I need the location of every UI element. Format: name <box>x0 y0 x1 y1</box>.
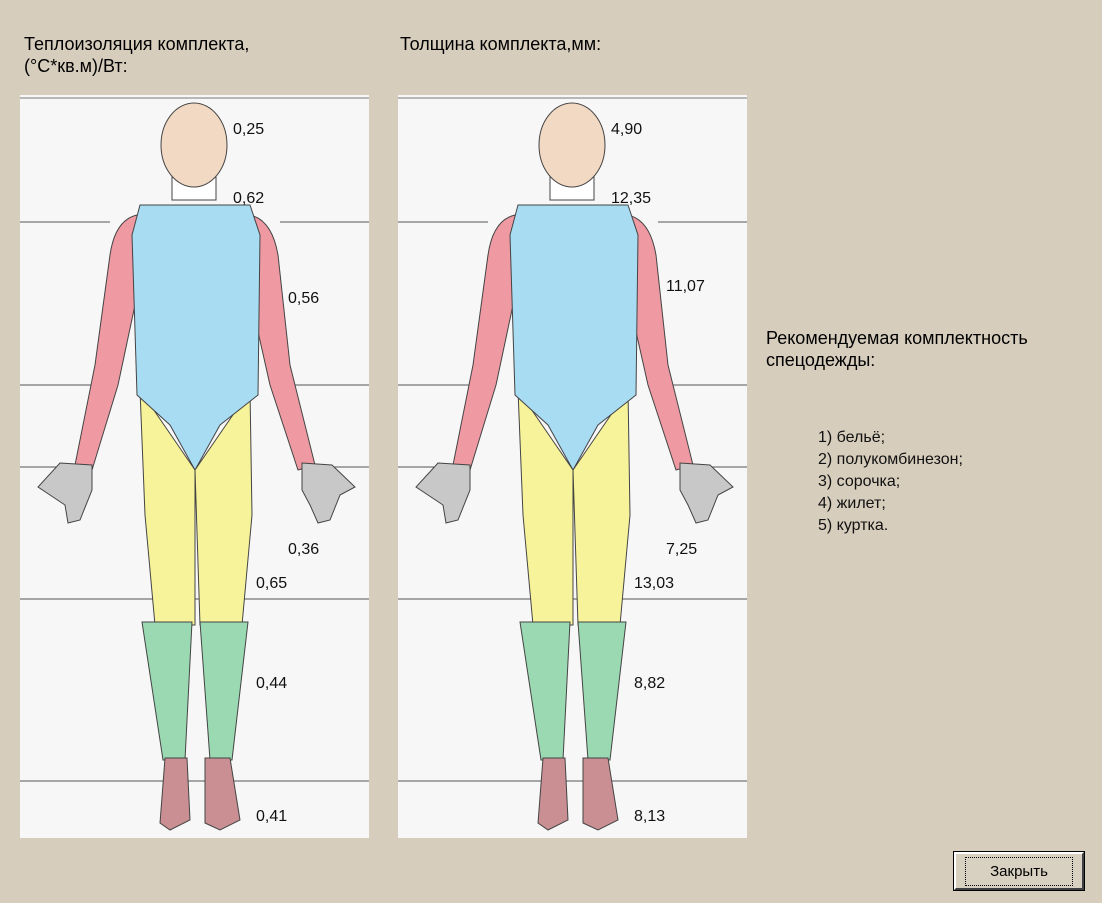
feet <box>160 758 240 830</box>
insulation-heading: Теплоизоляция комплекта, (°С*кв.м)/Вт: <box>24 33 384 77</box>
thickness-neck-value: 12,35 <box>611 190 651 208</box>
insulation-body-panel: 0,25 0,62 0,56 0,36 0,65 0,44 0,41 <box>20 95 369 838</box>
list-item: 5) куртка. <box>818 515 963 537</box>
feet <box>538 758 618 830</box>
recommendation-title: Рекомендуемая комплектность спецодежды: <box>766 327 1102 371</box>
insulation-feet-value: 0,41 <box>256 808 287 826</box>
insulation-neck-value: 0,62 <box>233 190 264 208</box>
thickness-feet-value: 8,13 <box>634 808 665 826</box>
close-button-label: Закрыть <box>965 857 1073 886</box>
insulation-thighs-value: 0,65 <box>256 575 287 593</box>
thickness-head-value: 4,90 <box>611 121 642 139</box>
list-item: 4) жилет; <box>818 493 963 515</box>
close-button[interactable]: Закрыть <box>954 852 1084 890</box>
thickness-body-panel: 4,90 12,35 11,07 7,25 13,03 8,82 8,13 <box>398 95 747 838</box>
list-item: 3) сорочка; <box>818 471 963 493</box>
list-item: 2) полукомбинезон; <box>818 449 963 471</box>
insulation-head-value: 0,25 <box>233 121 264 139</box>
thickness-shins-value: 8,82 <box>634 675 665 693</box>
thickness-arms-value: 11,07 <box>666 278 705 296</box>
insulation-hands-value: 0,36 <box>288 541 319 559</box>
list-item: 1) бельё; <box>818 427 963 449</box>
body-figure <box>20 95 369 838</box>
head <box>161 103 227 187</box>
head <box>539 103 605 187</box>
insulation-arms-value: 0,56 <box>288 290 319 308</box>
thickness-hands-value: 7,25 <box>666 541 697 559</box>
body-figure <box>398 95 747 838</box>
thickness-thighs-value: 13,03 <box>634 575 674 593</box>
recommendation-list: 1) бельё; 2) полукомбинезон; 3) сорочка;… <box>818 427 963 537</box>
thickness-heading: Толщина комплекта,мм: <box>400 33 601 55</box>
shins <box>142 622 248 760</box>
shins <box>520 622 626 760</box>
insulation-shins-value: 0,44 <box>256 675 287 693</box>
